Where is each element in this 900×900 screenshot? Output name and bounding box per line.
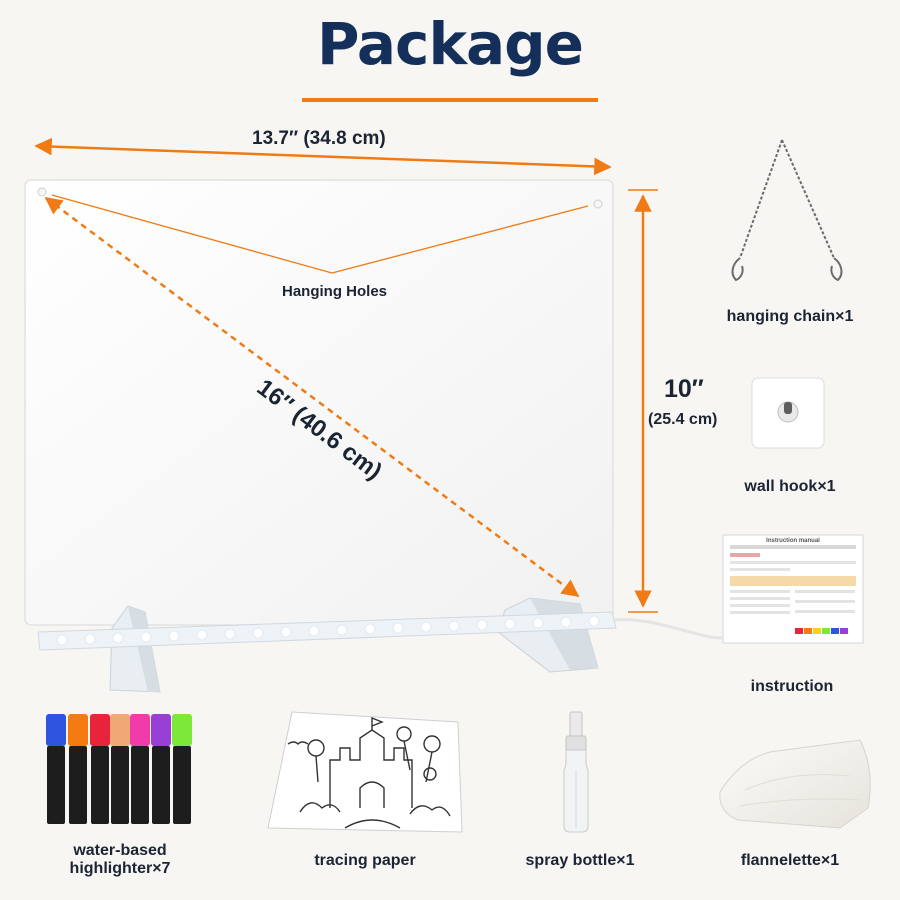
tracing-paper-icon [267, 711, 463, 833]
highlighter-label: water-based highlighter×7 [30, 842, 210, 878]
highlighter-label-line2: highlighter×7 [69, 860, 171, 877]
highlighter-5 [130, 714, 150, 824]
highlighter-4 [110, 714, 130, 824]
manual-heading: Instruction manual [766, 538, 820, 544]
tracing-paper-label: tracing paper [314, 852, 416, 869]
diagonal-arrow [44, 196, 580, 598]
power-cable [613, 618, 723, 640]
highlighters-icon [46, 714, 192, 824]
flannelette-icon [719, 739, 871, 829]
wall-hook-label: wall hook×1 [744, 478, 836, 495]
wall-hook-icon [751, 377, 825, 449]
hanging-hole-left [37, 187, 47, 197]
highlighter-7 [172, 714, 192, 824]
height-arrow [628, 189, 658, 613]
hanging-chain-icon [731, 139, 843, 282]
hanging-holes-label: Hanging Holes [282, 283, 388, 300]
title-underline [302, 98, 598, 102]
led-light-bar [37, 611, 617, 651]
width-label: 13.7″ (34.8 cm) [252, 128, 386, 149]
highlighter-3 [90, 714, 110, 824]
height-sub-label: (25.4 cm) [648, 411, 718, 428]
highlighter-1 [46, 714, 66, 824]
board-stand-left [109, 605, 161, 693]
highlighter-label-line1: water-based [73, 842, 167, 859]
width-arrow [34, 137, 612, 176]
hanging-hole-right [593, 199, 603, 209]
instruction-manual-icon [722, 534, 864, 644]
page-title: Package [316, 10, 584, 78]
hanging-chain-label: hanging chain×1 [726, 308, 854, 325]
highlighter-2 [68, 714, 88, 824]
spray-bottle-label: spray bottle×1 [525, 852, 635, 869]
height-label: 10″ [664, 375, 704, 403]
instruction-label: instruction [750, 678, 834, 695]
spray-bottle-icon [563, 711, 589, 833]
flannelette-label: flannelette×1 [740, 852, 840, 869]
highlighter-6 [151, 714, 171, 824]
